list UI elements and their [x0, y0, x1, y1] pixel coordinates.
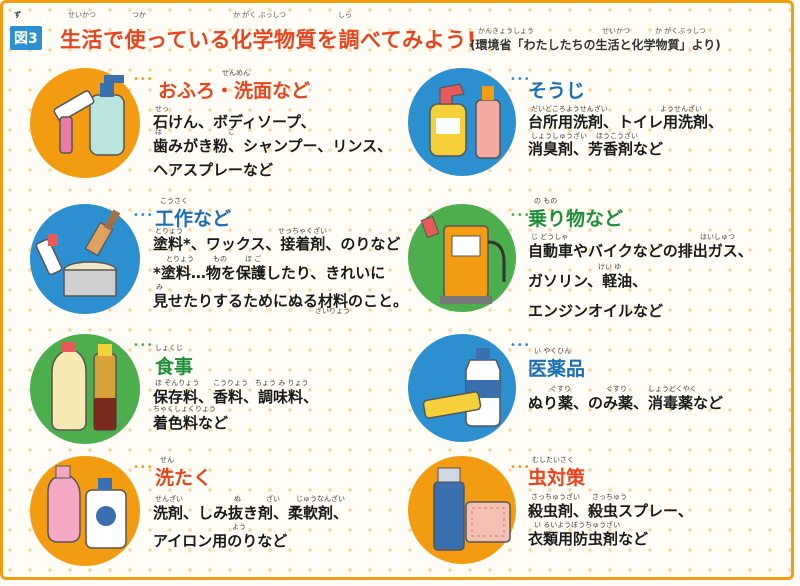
item-title-ruby: むしたいさく: [532, 456, 574, 464]
dot-decoration: •••: [510, 340, 531, 351]
ruby: ちゃくしょくりょう: [153, 405, 216, 413]
crafts-illustration: [35, 209, 121, 297]
ruby: だいどころようせんざい: [531, 105, 608, 113]
ruby: ほ ぞんりょう: [155, 379, 200, 387]
dot-decoration: •••: [510, 462, 531, 473]
item-title-ruby: こうさく: [160, 197, 188, 205]
ruby: もの: [213, 255, 227, 263]
ruby: じゅうなんざい: [296, 495, 345, 503]
title-ruby: せいかつ: [68, 11, 96, 19]
medicine-illustration: [422, 348, 501, 427]
dot-decoration: •••: [510, 74, 531, 85]
insects-line: 衣類用防虫剤など: [528, 530, 649, 548]
cleaning-title: そうじ: [528, 80, 586, 102]
vehicles-title: 乗り物など: [528, 208, 624, 230]
bath-products-illustration: [53, 75, 125, 156]
title-ruby: しら: [338, 11, 352, 19]
ruby: せっちゃくざい: [278, 227, 327, 235]
ruby: じ どうしゃ: [531, 233, 569, 241]
bath-line: ヘアスプレーなど: [153, 161, 274, 179]
ruby: ざいりょう: [315, 307, 350, 315]
ruby: こうりょう: [213, 379, 248, 387]
ruby: ぐすり: [550, 385, 571, 393]
source-ruby: せいかつ: [602, 27, 630, 35]
laundry-illustration: [47, 465, 127, 549]
ruby: せっ: [155, 105, 169, 113]
crafts-line: *塗料…物を保護したり、きれいに: [153, 264, 386, 282]
vehicles-line: 自動車やバイクなどの排出ガス、: [528, 242, 753, 260]
page-title: 生活で使っている化学物質を調べてみよう!: [60, 28, 477, 52]
bath-title: おふろ・洗面など: [158, 80, 311, 102]
ruby: ようせんざい: [660, 105, 702, 113]
insects-title: 虫対策: [528, 467, 586, 489]
dot-decoration: •••: [133, 462, 154, 473]
item-title-ruby: の もの: [534, 197, 558, 205]
bath-line: 石けん、ボディソープ、: [153, 113, 316, 131]
figure-badge: 図3: [10, 26, 42, 50]
ruby: よう: [232, 523, 246, 531]
food-line: 着色料など: [153, 414, 229, 432]
ruby: とりょう: [166, 255, 194, 263]
laundry-line: アイロン用のりなど: [153, 532, 288, 550]
bath-line: 歯みがき粉、シャンプー、リンス、: [153, 137, 393, 155]
ruby: い るいようぼうちゅうざい: [534, 521, 621, 529]
food-bottles-illustration: [51, 342, 117, 431]
ruby: ぬ: [234, 495, 241, 503]
fuel-pump-illustration: [420, 215, 506, 304]
vehicles-line: エンジンオイルなど: [528, 302, 664, 320]
ruby: ぐすり: [606, 385, 627, 393]
source-ruby: か がくぶっしつ: [655, 27, 706, 35]
ruby: しょうしゅうざい: [531, 132, 587, 140]
ruby: さっちゅうざい: [531, 493, 580, 501]
cleaning-line: 台所用洗剤、トイレ用洗剤、: [528, 113, 724, 131]
food-line: 保存料、香料、調味料、: [153, 388, 319, 406]
laundry-title: 洗たく: [155, 467, 213, 489]
ruby: とりょう: [155, 227, 183, 235]
laundry-line: 洗剤、しみ抜き剤、柔軟剤、: [153, 504, 349, 522]
vehicles-line: ガソリン、軽油、: [528, 272, 648, 290]
item-title-ruby: い やくひん: [534, 347, 572, 355]
badge-ruby: ず: [14, 11, 21, 19]
crafts-line: 塗料*、ワックス、接着剤、のりなど: [153, 235, 401, 253]
ruby: は: [155, 128, 162, 136]
ruby: さっちゅう: [592, 493, 627, 501]
medicine-title: 医薬品: [528, 358, 586, 380]
ruby: ほ ご: [245, 255, 262, 263]
dot-decoration: •••: [133, 340, 154, 351]
ruby: しょうどくやく: [648, 385, 697, 393]
ruby: はいしゅつ: [700, 233, 735, 241]
item-title-ruby: せん: [160, 456, 174, 464]
ruby: ざい: [266, 495, 280, 503]
item-title-ruby: せんめん: [222, 69, 250, 77]
ruby: けい ゆ: [598, 263, 622, 271]
ruby: み: [156, 283, 163, 291]
cleaning-products-illustration: [429, 83, 501, 159]
ruby: ちょう み りょう: [255, 379, 309, 387]
dot-decoration: •••: [133, 74, 154, 85]
item-title-ruby: しょくじ: [155, 344, 183, 352]
cleaning-line: 消臭剤、芳香剤など: [528, 140, 664, 158]
crafts-title: 工作など: [155, 208, 232, 230]
dot-decoration: •••: [510, 210, 531, 221]
dot-decoration: •••: [133, 210, 154, 221]
title-ruby: つか: [132, 11, 146, 19]
ruby: せんざい: [155, 495, 183, 503]
medicine-line: ぬり薬、のみ薬、消毒薬など: [528, 394, 724, 412]
insecticide-illustration: [433, 467, 511, 551]
crafts-line: 見せたりするためにぬる材料のこと。: [153, 292, 409, 310]
title-ruby: か がく ぶっしつ: [233, 11, 287, 19]
ruby: ほうこうざい: [596, 132, 638, 140]
insects-line: 殺虫剤、殺虫スプレー、: [528, 502, 693, 520]
ruby: こ: [228, 128, 235, 136]
source-note: (環境省「わたしたちの生活と化学物質」より): [470, 38, 721, 52]
source-ruby: かんきょうしょう: [478, 27, 534, 35]
food-title: 食事: [155, 356, 194, 378]
